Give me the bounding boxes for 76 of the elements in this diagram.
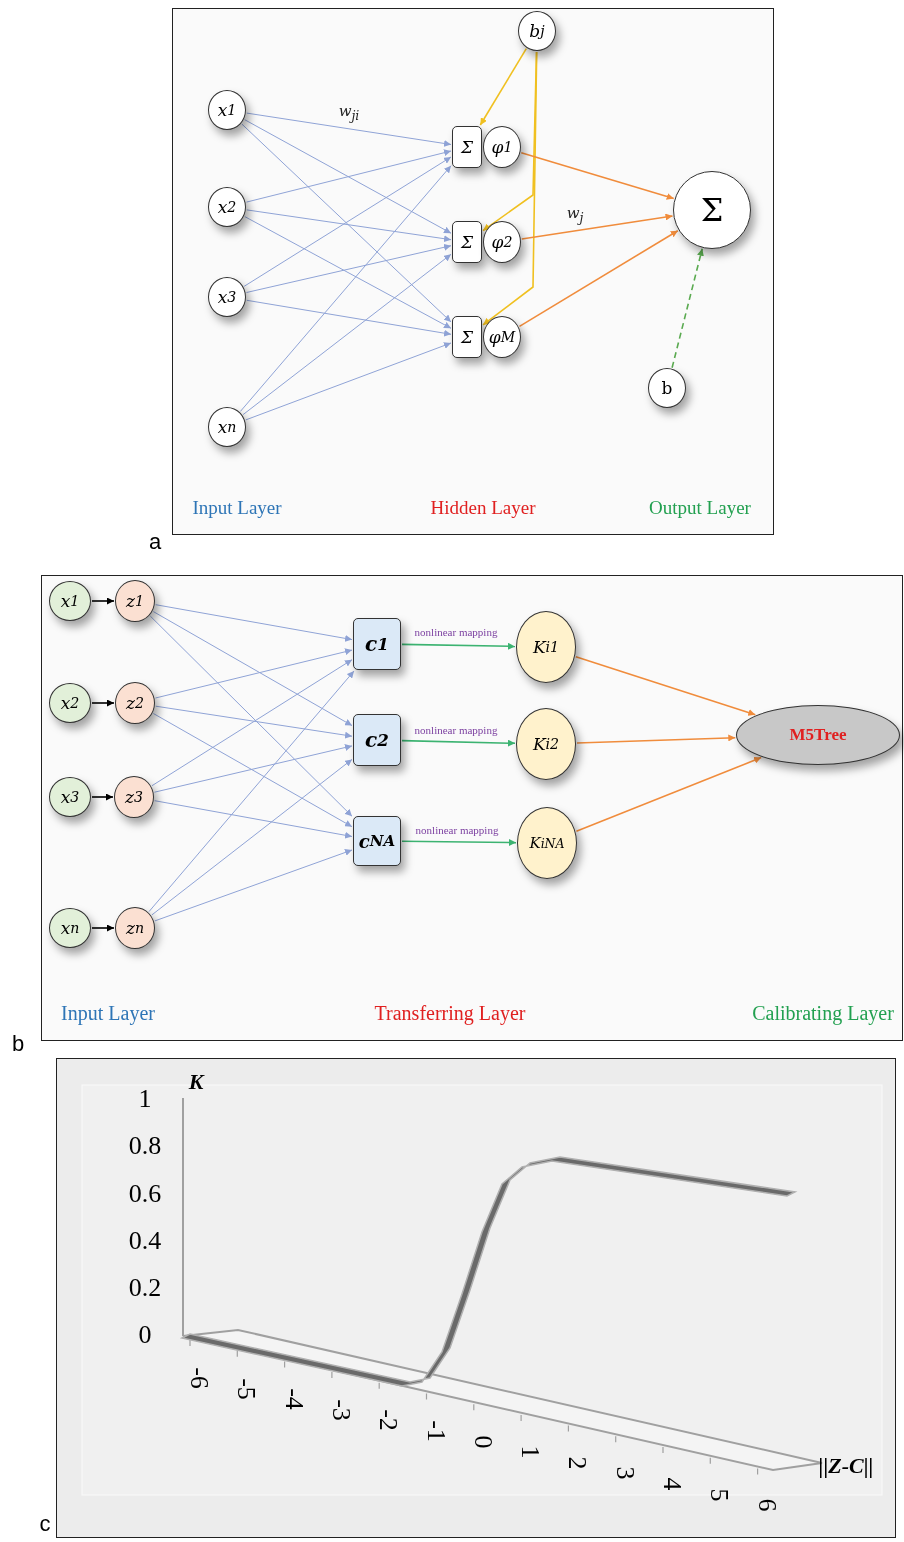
arrow — [91, 793, 114, 801]
tick-label: 1 — [138, 1084, 152, 1114]
arrow — [520, 152, 675, 200]
tick-label: 0.2 — [128, 1273, 162, 1303]
arrow — [482, 51, 538, 326]
edge-label: nonlinear mapping — [414, 824, 500, 836]
arrow — [576, 734, 737, 744]
arrow — [575, 756, 762, 833]
tick-label: -6 — [184, 1367, 214, 1389]
arrow — [91, 699, 115, 707]
tick-label: 0 — [467, 1435, 498, 1449]
tick-label: 4 — [657, 1477, 687, 1491]
tick-label: -3 — [325, 1398, 356, 1421]
layer-title: Hidden Layer — [430, 497, 536, 519]
panel-letter: a — [148, 529, 162, 555]
arrow — [152, 713, 353, 828]
arrow — [246, 112, 452, 147]
arrow — [155, 648, 353, 699]
tick-label: 0.4 — [128, 1226, 162, 1256]
arrow — [154, 800, 353, 839]
arrow — [155, 705, 353, 739]
arrow — [479, 47, 528, 126]
arrow — [401, 642, 516, 650]
arrow — [243, 156, 452, 287]
tick-label: 0 — [138, 1320, 152, 1350]
axis-title: ||Z-C|| — [818, 1453, 874, 1479]
arrow — [401, 739, 516, 747]
arrow — [244, 119, 452, 234]
arrow — [521, 213, 674, 240]
arrow — [151, 758, 353, 916]
arrow — [155, 604, 353, 642]
arrow — [246, 209, 452, 243]
arrow — [245, 342, 452, 421]
arrow — [152, 611, 353, 727]
edge-label: nonlinear mapping — [413, 724, 499, 736]
arrow — [401, 839, 517, 846]
panel-letter: b — [11, 1031, 25, 1057]
arrow — [148, 670, 355, 913]
tick-label: -2 — [373, 1409, 404, 1432]
sum-box: Σ — [452, 316, 482, 358]
arrow — [246, 243, 452, 293]
tick-label: 5 — [704, 1488, 735, 1502]
arrow — [239, 165, 452, 412]
arrow — [91, 924, 115, 932]
tick-label: 3 — [609, 1466, 640, 1480]
layer-title: Output Layer — [649, 497, 751, 519]
tick-label: -5 — [231, 1377, 262, 1400]
panel-letter: c — [39, 1511, 51, 1537]
arrow — [91, 597, 115, 605]
tick-label: 2 — [562, 1456, 593, 1470]
arrow — [241, 123, 452, 323]
tick-label: 1 — [515, 1445, 546, 1459]
arrow — [154, 744, 353, 793]
tick-label: -4 — [278, 1388, 309, 1410]
layer-title: Calibrating Layer — [752, 1001, 894, 1025]
arrow — [154, 849, 353, 922]
arrow — [149, 615, 353, 817]
axis-title: K — [188, 1069, 204, 1095]
arrow — [671, 248, 704, 369]
arrow — [244, 216, 452, 329]
tick-label: 6 — [751, 1498, 782, 1512]
tick-label: 0.6 — [128, 1179, 162, 1209]
sum-box: Σ — [452, 126, 482, 168]
tick-label: 0.8 — [128, 1131, 162, 1161]
edge-label: nonlinear mapping — [413, 626, 499, 638]
arrow — [151, 659, 353, 787]
sum-box: Σ — [452, 221, 482, 263]
arrow — [246, 149, 452, 203]
arrow — [242, 253, 452, 416]
layer-title: Transferring Layer — [374, 1001, 526, 1025]
layer-title: Input Layer — [61, 1001, 155, 1025]
layer-title: Input Layer — [192, 497, 282, 519]
tick-label: -1 — [420, 1420, 451, 1442]
arrow — [518, 229, 679, 328]
arrow — [575, 655, 757, 716]
arrow — [246, 299, 452, 337]
